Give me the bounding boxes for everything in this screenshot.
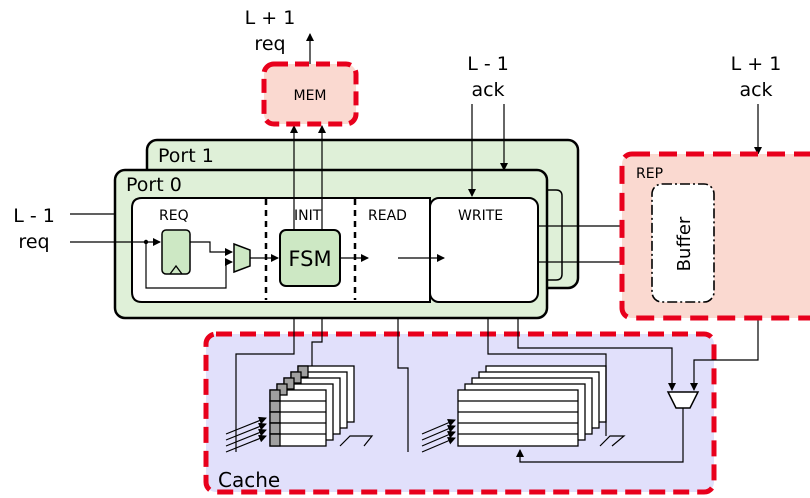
junction-dot xyxy=(143,239,149,245)
clock-icon xyxy=(169,264,183,275)
stage-req-label: REQ xyxy=(159,208,189,224)
mem-label: MEM xyxy=(293,88,326,104)
req-register xyxy=(161,229,191,275)
mem-req-label-bottom: req xyxy=(254,33,285,55)
data-address-arrows xyxy=(421,419,456,453)
stage-read-label: READ xyxy=(368,208,407,224)
rep-label: REP xyxy=(636,166,663,182)
ack-in-label-top: L - 1 xyxy=(467,53,509,75)
tag-address-arrows xyxy=(225,416,267,453)
mem-req-label-top: L + 1 xyxy=(245,7,296,29)
tag-rows xyxy=(270,400,326,435)
stage-init-label: INIT xyxy=(294,208,322,224)
buffer-block xyxy=(651,183,715,303)
cache-mux xyxy=(666,391,700,409)
cache-wiring xyxy=(235,290,759,463)
ack-in-label-bottom: ack xyxy=(471,79,504,101)
data-rows xyxy=(458,400,578,435)
ack-out-label-top: L + 1 xyxy=(731,53,782,75)
port-1-label: Port 1 xyxy=(158,145,214,167)
cache-label: Cache xyxy=(218,468,280,492)
write-stage-box xyxy=(429,197,539,303)
fsm-label: FSM xyxy=(288,247,331,271)
mem-block xyxy=(261,61,359,127)
data-array-stack xyxy=(457,365,607,447)
ack-out-label-bottom: ack xyxy=(739,79,772,101)
tag-array-stack xyxy=(269,365,355,447)
req-in-label-top: L - 1 xyxy=(13,205,55,227)
req-mux xyxy=(233,242,251,274)
tag-we-lines xyxy=(339,435,626,447)
stage-write-label: WRITE xyxy=(458,208,503,224)
port-0-label: Port 0 xyxy=(126,174,182,196)
req-in-label-bottom: req xyxy=(18,231,49,253)
buffer-label: Buffer xyxy=(674,216,695,271)
port-1-write-box xyxy=(548,189,563,281)
